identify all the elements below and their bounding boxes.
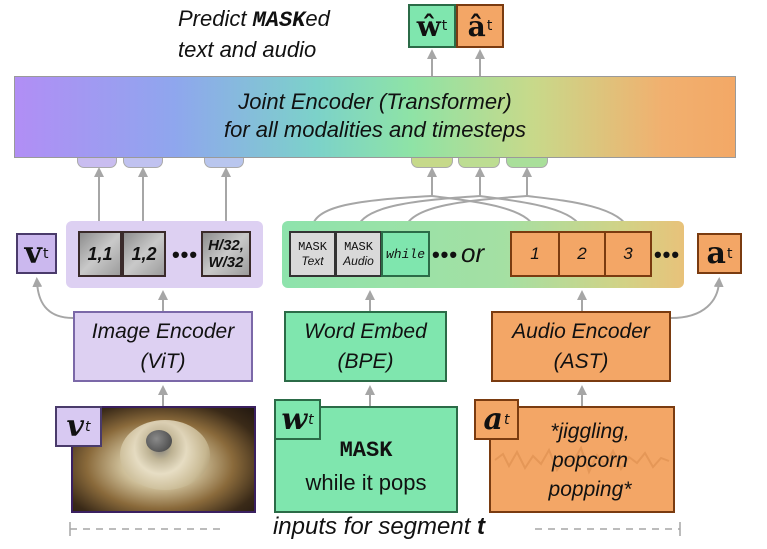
predict-caption: Predict MASKed text and audio: [178, 6, 330, 62]
audio-input-box: [489, 406, 675, 513]
audio-token: 2: [558, 231, 606, 277]
encoder-tab: [506, 158, 548, 168]
image-patch-token: H/32, W/32: [201, 231, 251, 277]
word-embed-box: Word Embed(BPE): [284, 311, 447, 382]
image-encoder-box: Image Encoder(ViT): [73, 311, 253, 382]
audio-encoder-box: Audio Encoder(AST): [491, 311, 671, 382]
audio-token: 1: [510, 231, 560, 277]
audio-waveform: [494, 445, 670, 475]
arrow-to-v-token: [32, 277, 74, 319]
encoder-tab: [204, 158, 244, 168]
lid-knob-shape: [146, 430, 172, 452]
image-token-ellipsis: •••: [171, 242, 199, 267]
or-label: or: [461, 238, 485, 268]
audio-description: *jiggling, popcorn popping*: [548, 420, 632, 501]
encoder-tab: [411, 158, 453, 168]
image-patch-token: 1,1: [78, 231, 122, 277]
footer-caption: inputs for segment t: [272, 513, 486, 540]
word-token-while: while: [381, 231, 430, 277]
text-token-ellipsis: •••: [431, 242, 459, 267]
encoder-tab: [458, 158, 500, 168]
joint-encoder-label: Joint Encoder (Transformer) for all moda…: [223, 89, 527, 142]
joint-encoder-box: [14, 76, 736, 158]
audio-token: 3: [604, 231, 652, 277]
audio-token-ellipsis: •••: [653, 242, 681, 267]
encoder-tab: [77, 158, 117, 168]
arrow-to-a-token: [670, 277, 724, 319]
encoder-tab: [123, 158, 163, 168]
image-patch-token: 1,2: [122, 231, 166, 277]
